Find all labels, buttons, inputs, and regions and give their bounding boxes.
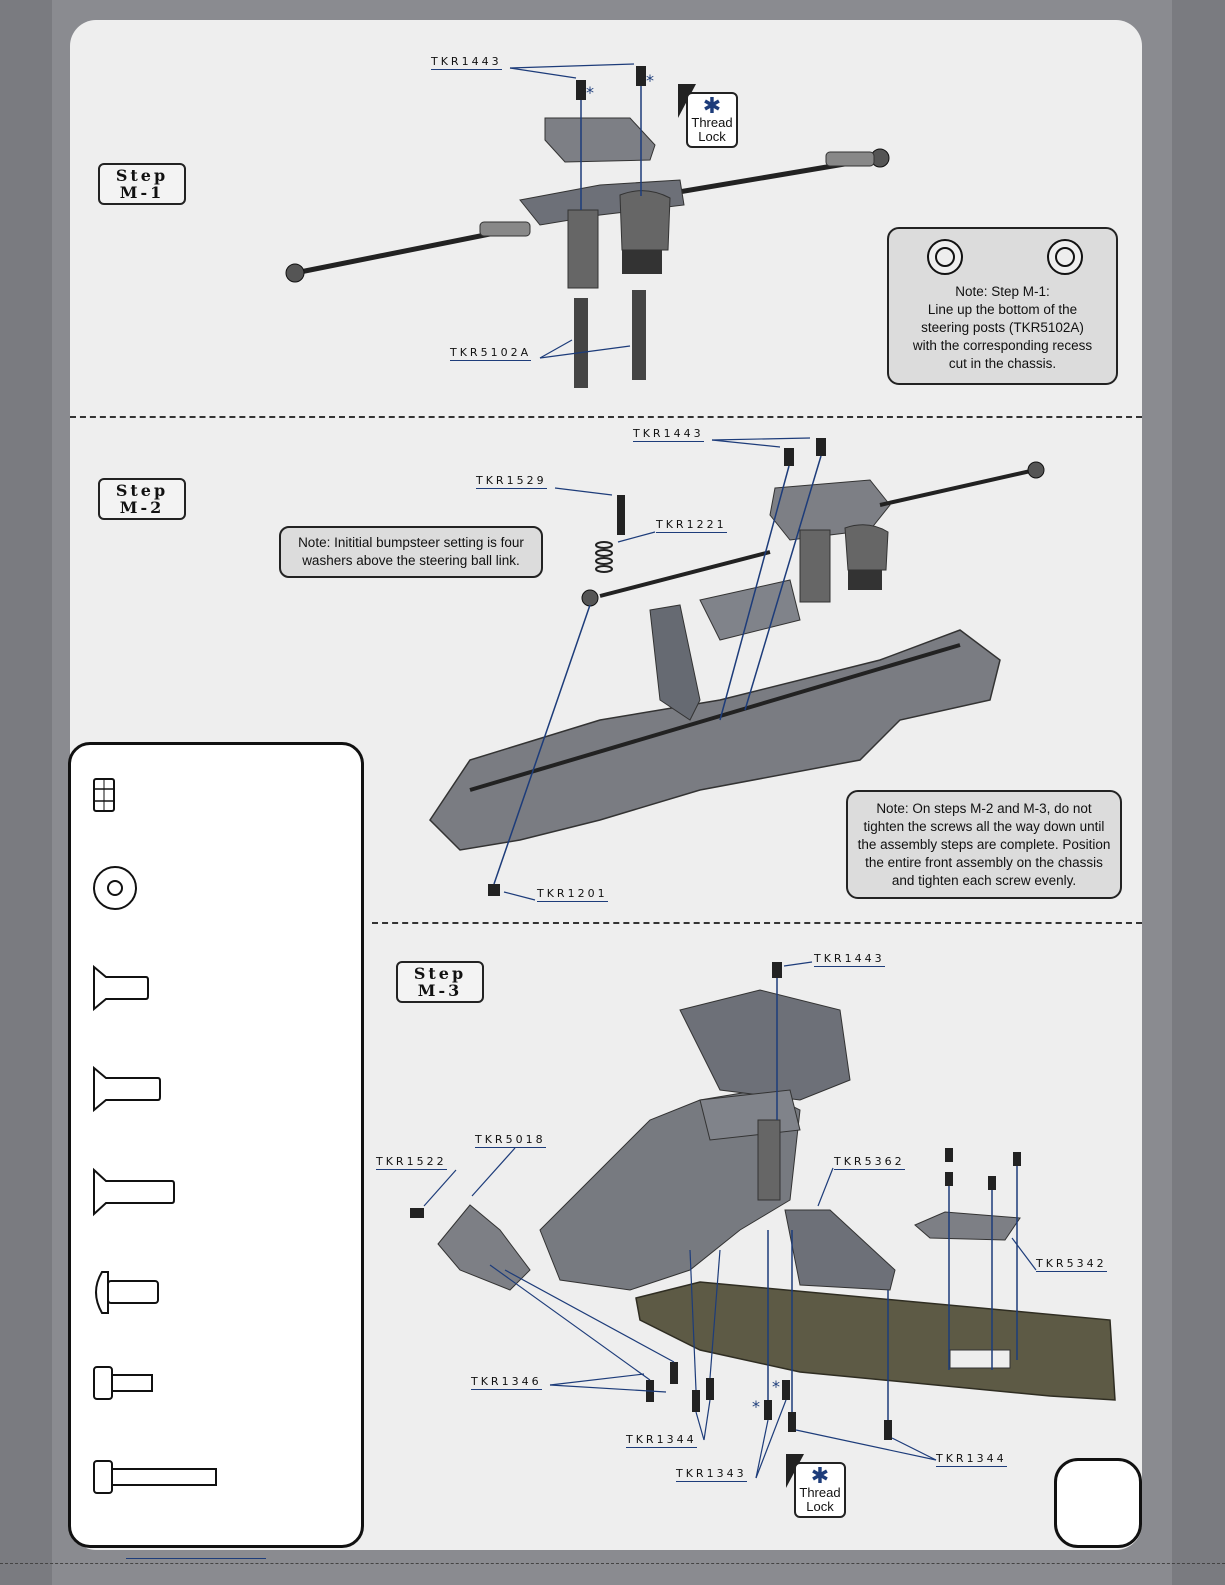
note-line: Note: Inititial bumpsteer setting is fou… xyxy=(298,535,524,550)
note-line: with the corresponding recess xyxy=(912,338,1093,353)
part-label-tkr1522: TKR1522 xyxy=(376,1155,447,1170)
part-label-tkr1443: TKR1443 xyxy=(431,55,502,70)
step-separator-2 xyxy=(372,922,1142,924)
step-badge-m2: Step M-2 xyxy=(98,478,186,520)
thread-lock-line2: Lock xyxy=(806,1499,834,1514)
thread-lock-badge-m3: ✱ Thread Lock xyxy=(794,1462,846,1518)
note-line: the entire front assembly on the chassis xyxy=(865,855,1103,870)
lock-nut-icon xyxy=(93,778,115,812)
recess-icon xyxy=(1047,239,1083,275)
button-head-screw-icon xyxy=(95,1271,159,1314)
step-m1-illustration: * * xyxy=(285,63,890,388)
note-line: washers above the steering ball link. xyxy=(302,553,520,568)
note-line: steering posts (TKR5102A) xyxy=(921,320,1084,335)
thread-lock-line1: Thread xyxy=(691,115,733,130)
recess-diagram xyxy=(927,239,1083,275)
part-label-tkr1443: TKR1443 xyxy=(814,952,885,967)
note-line: and tighten each screw evenly. xyxy=(891,873,1077,888)
step-word: Step xyxy=(413,964,467,983)
part-label-tkr1343: TKR1343 xyxy=(676,1467,747,1482)
part-label-tkr1346: TKR1346 xyxy=(471,1375,542,1390)
note-line: Note: On steps M-2 and M-3, do not xyxy=(876,801,1092,816)
thread-lock-badge-m1: ✱ Thread Lock xyxy=(686,92,738,148)
page-number-box xyxy=(1054,1458,1142,1548)
part-label-tkr1201: TKR1201 xyxy=(537,887,608,902)
flat-head-screw-short-icon xyxy=(93,964,149,1012)
note-line: Line up the bottom of the xyxy=(927,302,1078,317)
asterisk-icon: ✱ xyxy=(702,93,722,118)
asterisk-icon: * xyxy=(772,1377,780,1396)
washer-icon xyxy=(93,866,137,910)
thread-lock-line1: Thread xyxy=(799,1485,841,1500)
note-bumpsteer: Note: Inititial bumpsteer setting is fou… xyxy=(279,526,543,578)
part-label-tkr5018: TKR5018 xyxy=(475,1133,546,1148)
part-label-tkr1344: TKR1344 xyxy=(936,1452,1007,1467)
part-label-tkr1344: TKR1344 xyxy=(626,1433,697,1448)
note-line: tighten the screws all the way down unti… xyxy=(863,819,1105,834)
step-number: M-3 xyxy=(417,981,463,1000)
footer-link-underline xyxy=(126,1558,266,1559)
recess-icon xyxy=(927,239,963,275)
flat-head-screw-long-icon xyxy=(93,1167,175,1217)
note-line: cut in the chassis. xyxy=(948,356,1057,371)
step-word: Step xyxy=(115,166,169,185)
step-word: Step xyxy=(115,481,169,500)
asterisk-icon: * xyxy=(752,1397,760,1416)
note-step-m2-m3: Note: On steps M-2 and M-3, do not tight… xyxy=(846,790,1122,899)
step-m2-illustration xyxy=(429,437,1045,901)
hardware-legend-icons xyxy=(93,778,217,1494)
flat-head-screw-medium-icon xyxy=(93,1065,161,1113)
part-label-tkr1221: TKR1221 xyxy=(656,518,727,533)
cap-screw-long-icon xyxy=(93,1460,217,1494)
step-number: M-2 xyxy=(119,498,165,517)
note-line: Note: Step M-1: xyxy=(955,284,1050,299)
asterisk-icon: * xyxy=(586,83,594,102)
part-label-tkr1529: TKR1529 xyxy=(476,474,547,489)
part-label-tkr5102a: TKR5102A xyxy=(450,346,532,361)
asterisk-icon: * xyxy=(646,71,654,90)
step-number: M-1 xyxy=(119,183,165,202)
cap-screw-short-icon xyxy=(93,1366,153,1400)
part-label-tkr5342: TKR5342 xyxy=(1036,1257,1107,1272)
step-separator-1 xyxy=(70,416,1142,418)
footer-rule xyxy=(0,1563,1225,1564)
thread-lock-line2: Lock xyxy=(698,129,726,144)
part-label-tkr1443: TKR1443 xyxy=(633,427,704,442)
asterisk-icon: ✱ xyxy=(810,1463,830,1488)
note-line: the assembly steps are complete. Positio… xyxy=(857,837,1111,852)
step-badge-m3: Step M-3 xyxy=(396,961,484,1003)
note-step-m1: Note: Step M-1: Line up the bottom of th… xyxy=(887,227,1118,385)
step-badge-m1: Step M-1 xyxy=(98,163,186,205)
part-label-tkr5362: TKR5362 xyxy=(834,1155,905,1170)
